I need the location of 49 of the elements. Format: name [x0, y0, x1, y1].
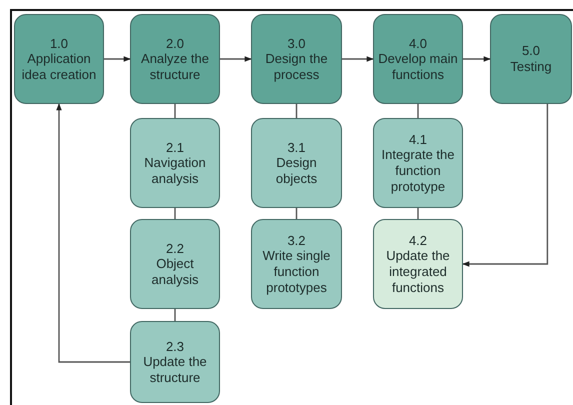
connector-line	[174, 309, 176, 321]
process-box	[373, 14, 463, 104]
process-box	[130, 321, 220, 403]
process-box	[251, 14, 342, 104]
connector-line	[296, 208, 298, 219]
arrow	[104, 56, 131, 62]
arrow	[342, 56, 374, 62]
step-number: 4.0	[408, 36, 428, 52]
step-number: 3.1	[287, 140, 306, 156]
step-title: Develop main functions	[377, 51, 459, 82]
step-number: 3.0	[287, 36, 306, 52]
step-number: 5.0	[522, 43, 540, 59]
process-box	[14, 14, 104, 104]
connector-line	[174, 208, 176, 219]
step-title: Design the process	[264, 51, 329, 82]
step-title: Integrate the function prototype	[380, 147, 456, 194]
step-number: 1.0	[50, 36, 68, 52]
arrow	[220, 56, 252, 62]
process-box	[130, 118, 220, 208]
step-number: 2.2	[166, 240, 184, 256]
step-title: Analyze the structure	[140, 51, 210, 82]
connector-line	[417, 104, 419, 118]
arrow	[463, 56, 491, 62]
process-box	[373, 219, 463, 309]
step-number: 2.1	[166, 140, 184, 156]
process-box	[251, 219, 342, 309]
step-title: Design objects	[274, 155, 318, 186]
process-box	[251, 118, 342, 208]
step-number: 4.2	[408, 232, 428, 248]
step-title: Navigation analysis	[143, 155, 207, 186]
step-title: Write single function prototypes	[262, 248, 332, 296]
arrow	[462, 104, 548, 267]
step-number: 3.2	[287, 232, 306, 248]
step-title: Application idea creation	[20, 51, 98, 82]
step-number: 4.1	[408, 132, 428, 148]
step-title: Update the integrated functions	[385, 248, 451, 296]
step-number: 2.3	[166, 338, 184, 354]
process-box	[130, 14, 220, 104]
step-number: 2.0	[166, 36, 184, 52]
step-title: Object analysis	[150, 256, 200, 288]
process-box	[490, 14, 572, 104]
process-box	[373, 118, 463, 208]
connector-line	[417, 208, 419, 219]
arrow	[56, 103, 130, 363]
step-title: Testing	[510, 59, 552, 75]
step-title: Update the structure	[142, 354, 208, 386]
connector-line	[296, 104, 298, 118]
connector-line	[174, 104, 176, 118]
process-box	[130, 219, 220, 309]
